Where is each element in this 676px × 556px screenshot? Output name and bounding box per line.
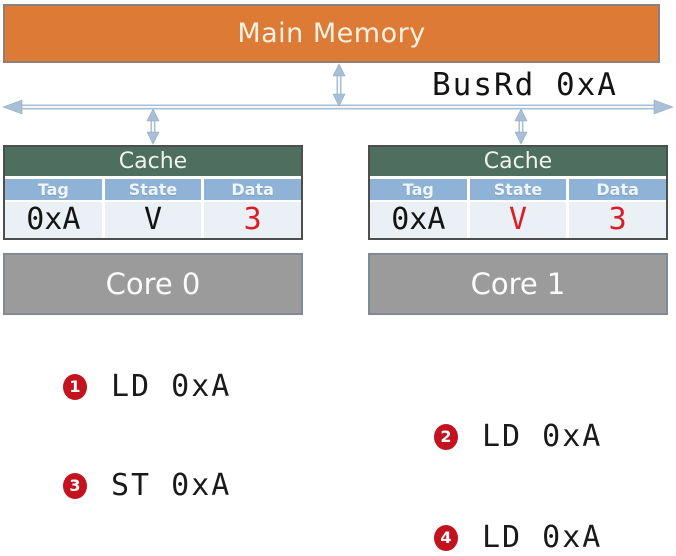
cache0-header-row: Tag State Data <box>5 179 301 200</box>
bus-transaction-label: BusRd 0xA <box>432 67 618 103</box>
core1-box: Core 1 <box>368 253 668 315</box>
cache1-col-data: Data <box>569 179 666 200</box>
operation-text-3: ST 0xA <box>111 468 232 503</box>
step-badge-2: 2 <box>434 423 458 450</box>
cache1-bus-link-arrow <box>514 108 528 145</box>
cache0-data-row: 0xA V 3 <box>5 202 301 238</box>
core1-label: Core 1 <box>470 267 566 301</box>
cache1-data-row: 0xA V 3 <box>370 202 666 238</box>
main-memory-box: Main Memory <box>3 4 660 63</box>
step-badge-4: 4 <box>434 524 458 551</box>
cache0-tag-value: 0xA <box>5 202 102 238</box>
cache1-data-value: 3 <box>569 202 666 238</box>
operation-text-1: LD 0xA <box>111 369 232 404</box>
cache1-state-value: V <box>469 202 567 238</box>
cache0-title: Cache <box>5 147 301 176</box>
cache1-col-tag: Tag <box>370 179 467 200</box>
step-badge-1: 1 <box>63 373 87 400</box>
cache0-data-value: 3 <box>204 202 301 238</box>
cache0-bus-link-arrow <box>146 108 160 145</box>
main-memory-label: Main Memory <box>237 18 426 49</box>
cache0-col-data: Data <box>204 179 301 200</box>
cache1-table: Cache Tag State Data 0xA V 3 <box>368 145 668 240</box>
cache1-title: Cache <box>370 147 666 176</box>
cache0-state-value: V <box>104 202 202 238</box>
core0-box: Core 0 <box>3 253 303 315</box>
cache1-col-state: State <box>469 179 567 200</box>
operation-item-1: 1 LD 0xA <box>63 369 231 404</box>
cache1-tag-value: 0xA <box>370 202 467 238</box>
operation-item-4: 4 LD 0xA <box>434 520 602 555</box>
operation-item-2: 2 LD 0xA <box>434 419 602 454</box>
operation-item-3: 3 ST 0xA <box>63 468 231 503</box>
operation-text-4: LD 0xA <box>482 520 603 555</box>
core0-label: Core 0 <box>105 267 201 301</box>
cache0-col-state: State <box>104 179 202 200</box>
cache0-table: Cache Tag State Data 0xA V 3 <box>3 145 303 240</box>
step-badge-3: 3 <box>63 472 87 499</box>
operation-text-2: LD 0xA <box>482 419 603 454</box>
memory-bus-link-arrow <box>332 63 346 107</box>
cache1-header-row: Tag State Data <box>370 179 666 200</box>
cache0-col-tag: Tag <box>5 179 102 200</box>
